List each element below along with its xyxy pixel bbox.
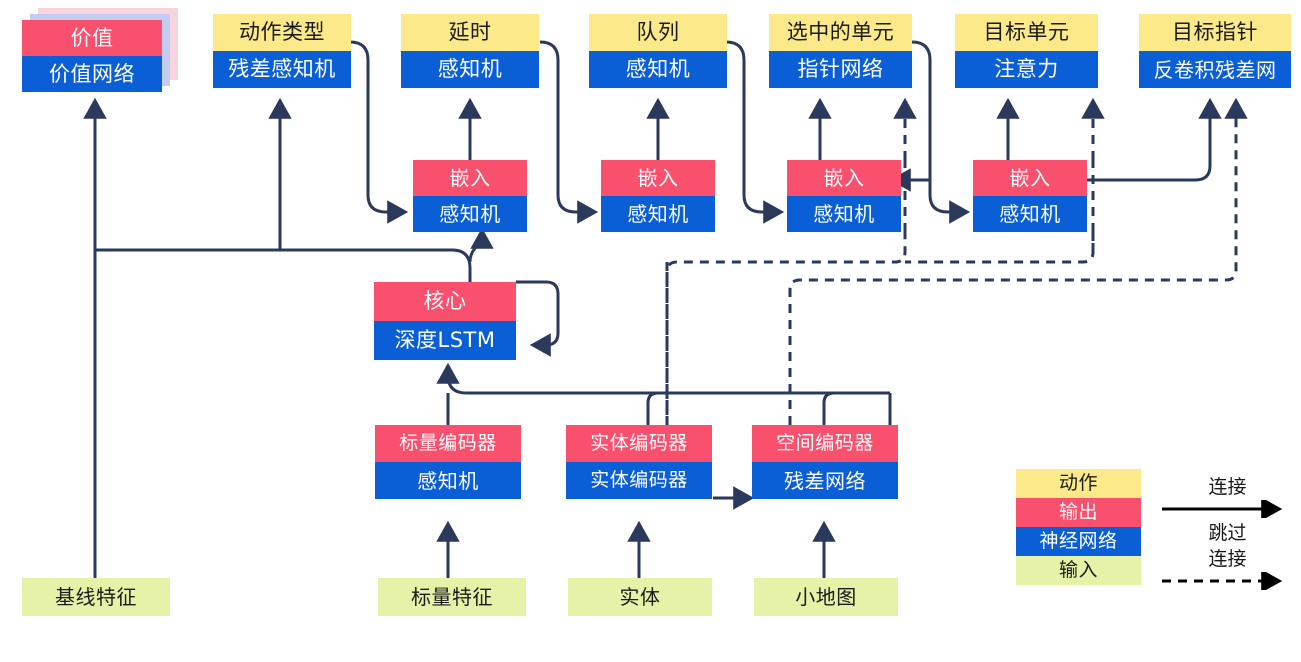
node-embed-1[interactable]: 嵌入 感知机	[413, 160, 527, 232]
legend-connection-label: 连接	[1208, 476, 1247, 498]
node-delay[interactable]: 延时 感知机	[401, 14, 539, 88]
legend-skip-label-line1: 跳过	[1208, 522, 1247, 544]
node-scalar-encoder[interactable]: 标量编码器 感知机	[375, 425, 521, 499]
node-entity-encoder-head: 实体编码器	[566, 425, 712, 462]
node-embed-4-net: 感知机	[973, 196, 1087, 232]
node-spatial-encoder-net: 残差网络	[752, 462, 898, 499]
node-input-minimap-label: 小地图	[754, 578, 898, 616]
node-target-unit-head: 目标单元	[955, 14, 1098, 51]
node-spatial-encoder-head: 空间编码器	[752, 425, 898, 462]
node-input-entities-label: 实体	[568, 578, 712, 616]
node-core[interactable]: 核心 深度LSTM	[374, 282, 516, 360]
node-delay-head: 延时	[401, 14, 539, 51]
node-target-unit[interactable]: 目标单元 注意力	[955, 14, 1098, 88]
node-value[interactable]: 价值 价值网络	[22, 20, 162, 92]
legend-skip-label-line2: 连接	[1208, 548, 1247, 570]
legend-skip-connection-arrow	[1162, 572, 1283, 590]
node-target-unit-net: 注意力	[955, 51, 1098, 88]
node-delay-net: 感知机	[401, 51, 539, 88]
node-input-baseline-features-label: 基线特征	[22, 578, 170, 616]
node-value-head: 价值	[22, 20, 162, 56]
node-input-baseline-features[interactable]: 基线特征	[22, 578, 170, 616]
node-action-type[interactable]: 动作类型 残差感知机	[213, 14, 351, 88]
node-action-type-head: 动作类型	[213, 14, 351, 51]
node-input-minimap[interactable]: 小地图	[754, 578, 898, 616]
node-target-point-head: 目标指针	[1139, 14, 1291, 51]
node-queue-head: 队列	[589, 14, 727, 51]
node-embed-1-head: 嵌入	[413, 160, 527, 196]
node-embed-2[interactable]: 嵌入 感知机	[601, 160, 715, 232]
node-scalar-encoder-net: 感知机	[375, 462, 521, 499]
node-embed-1-net: 感知机	[413, 196, 527, 232]
node-entity-encoder-net: 实体编码器	[566, 462, 712, 499]
node-entity-encoder[interactable]: 实体编码器 实体编码器	[566, 425, 712, 499]
node-input-entities[interactable]: 实体	[568, 578, 712, 616]
node-input-scalar-features-label: 标量特征	[378, 578, 526, 616]
node-selected-units-net: 指针网络	[769, 51, 912, 88]
node-input-scalar-features[interactable]: 标量特征	[378, 578, 526, 616]
legend-swatch-action: 动作	[1016, 469, 1141, 498]
node-embed-3-net: 感知机	[787, 196, 901, 232]
node-scalar-encoder-head: 标量编码器	[375, 425, 521, 462]
legend-swatches: 动作 输出 神经网络 输入	[1016, 469, 1141, 585]
node-target-point-net: 反卷积残差网	[1139, 51, 1291, 88]
legend-swatch-input: 输入	[1016, 556, 1141, 585]
node-embed-4[interactable]: 嵌入 感知机	[973, 160, 1087, 232]
node-selected-units[interactable]: 选中的单元 指针网络	[769, 14, 912, 88]
legend-swatch-network: 神经网络	[1016, 527, 1141, 556]
node-queue-net: 感知机	[589, 51, 727, 88]
node-embed-3[interactable]: 嵌入 感知机	[787, 160, 901, 232]
node-selected-units-head: 选中的单元	[769, 14, 912, 51]
node-action-type-net: 残差感知机	[213, 51, 351, 88]
node-embed-2-net: 感知机	[601, 196, 715, 232]
node-embed-4-head: 嵌入	[973, 160, 1087, 196]
node-queue[interactable]: 队列 感知机	[589, 14, 727, 88]
node-embed-3-head: 嵌入	[787, 160, 901, 196]
node-value-net: 价值网络	[22, 56, 162, 92]
node-core-net: 深度LSTM	[374, 321, 516, 360]
legend-connection-arrow	[1162, 500, 1283, 518]
node-core-head: 核心	[374, 282, 516, 321]
node-spatial-encoder[interactable]: 空间编码器 残差网络	[752, 425, 898, 499]
node-embed-2-head: 嵌入	[601, 160, 715, 196]
legend-arrow-key: 连接 跳过 连接	[1160, 472, 1295, 602]
legend-swatch-output: 输出	[1016, 498, 1141, 527]
node-target-point[interactable]: 目标指针 反卷积残差网	[1139, 14, 1291, 88]
